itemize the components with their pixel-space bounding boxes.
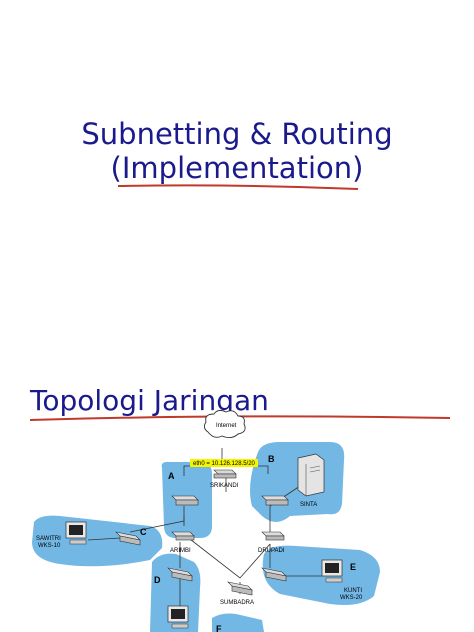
eth0-highlight bbox=[190, 459, 258, 467]
server-sinta-icon bbox=[297, 453, 325, 497]
zone-e bbox=[262, 545, 380, 605]
router-drupadi-icon bbox=[261, 531, 285, 541]
router-arimbi-icon bbox=[171, 531, 195, 541]
zone-b bbox=[250, 442, 345, 522]
eth0-label: eth0 = 10.126.128.5/20 bbox=[193, 461, 256, 467]
sumbadra-label: SUMBADRA bbox=[220, 600, 254, 606]
internet-cloud-icon bbox=[203, 409, 246, 439]
router-srikandi-icon bbox=[213, 469, 237, 479]
title-slide: Subnetting & Routing (Implementation) bbox=[81, 117, 393, 190]
router-sumbadra-icon bbox=[227, 581, 253, 596]
zone-c-label: C bbox=[140, 527, 147, 537]
sawitri-sub-label: WKS-10 bbox=[38, 543, 61, 549]
zone-e-label: E bbox=[350, 562, 356, 572]
switch-d-icon bbox=[167, 567, 193, 582]
arimbi-label: ARIMBI bbox=[170, 548, 191, 554]
topology-slide: Topologi Jaringan bbox=[0, 356, 474, 632]
zone-d-label: D bbox=[154, 575, 161, 585]
zone-f-label: F bbox=[216, 624, 222, 632]
zone-a-label: A bbox=[168, 471, 175, 481]
pc-sawitri-icon bbox=[65, 521, 87, 545]
sinta-label: SINTA bbox=[300, 502, 317, 508]
network-links bbox=[87, 448, 322, 606]
zone-c bbox=[32, 515, 163, 567]
kunti-sub-label: WKS-20 bbox=[340, 595, 363, 601]
switch-e-icon bbox=[261, 567, 287, 582]
zone-f bbox=[212, 613, 264, 632]
pc-kunti-icon bbox=[321, 559, 343, 583]
title-underline bbox=[117, 184, 359, 190]
switch-b-icon bbox=[261, 495, 289, 506]
internet-label: Internet bbox=[216, 423, 237, 429]
srikandi-label: SRIKANDI bbox=[210, 483, 239, 489]
kunti-label: KUNTI bbox=[344, 588, 362, 594]
pc-zone-d-icon bbox=[167, 605, 189, 629]
switch-c-icon bbox=[115, 531, 141, 546]
slide-title-line1: Subnetting & Routing bbox=[81, 117, 393, 151]
network-diagram: Internet eth0 = 10.126.128.5/20 A B C D … bbox=[29, 409, 451, 632]
slide-title-line2: (Implementation) bbox=[110, 151, 364, 185]
switch-a-icon bbox=[171, 495, 199, 506]
sawitri-label: SAWITRI bbox=[36, 536, 61, 542]
zone-b-label: B bbox=[268, 454, 275, 464]
drupadi-label: DRUPADI bbox=[258, 548, 285, 554]
